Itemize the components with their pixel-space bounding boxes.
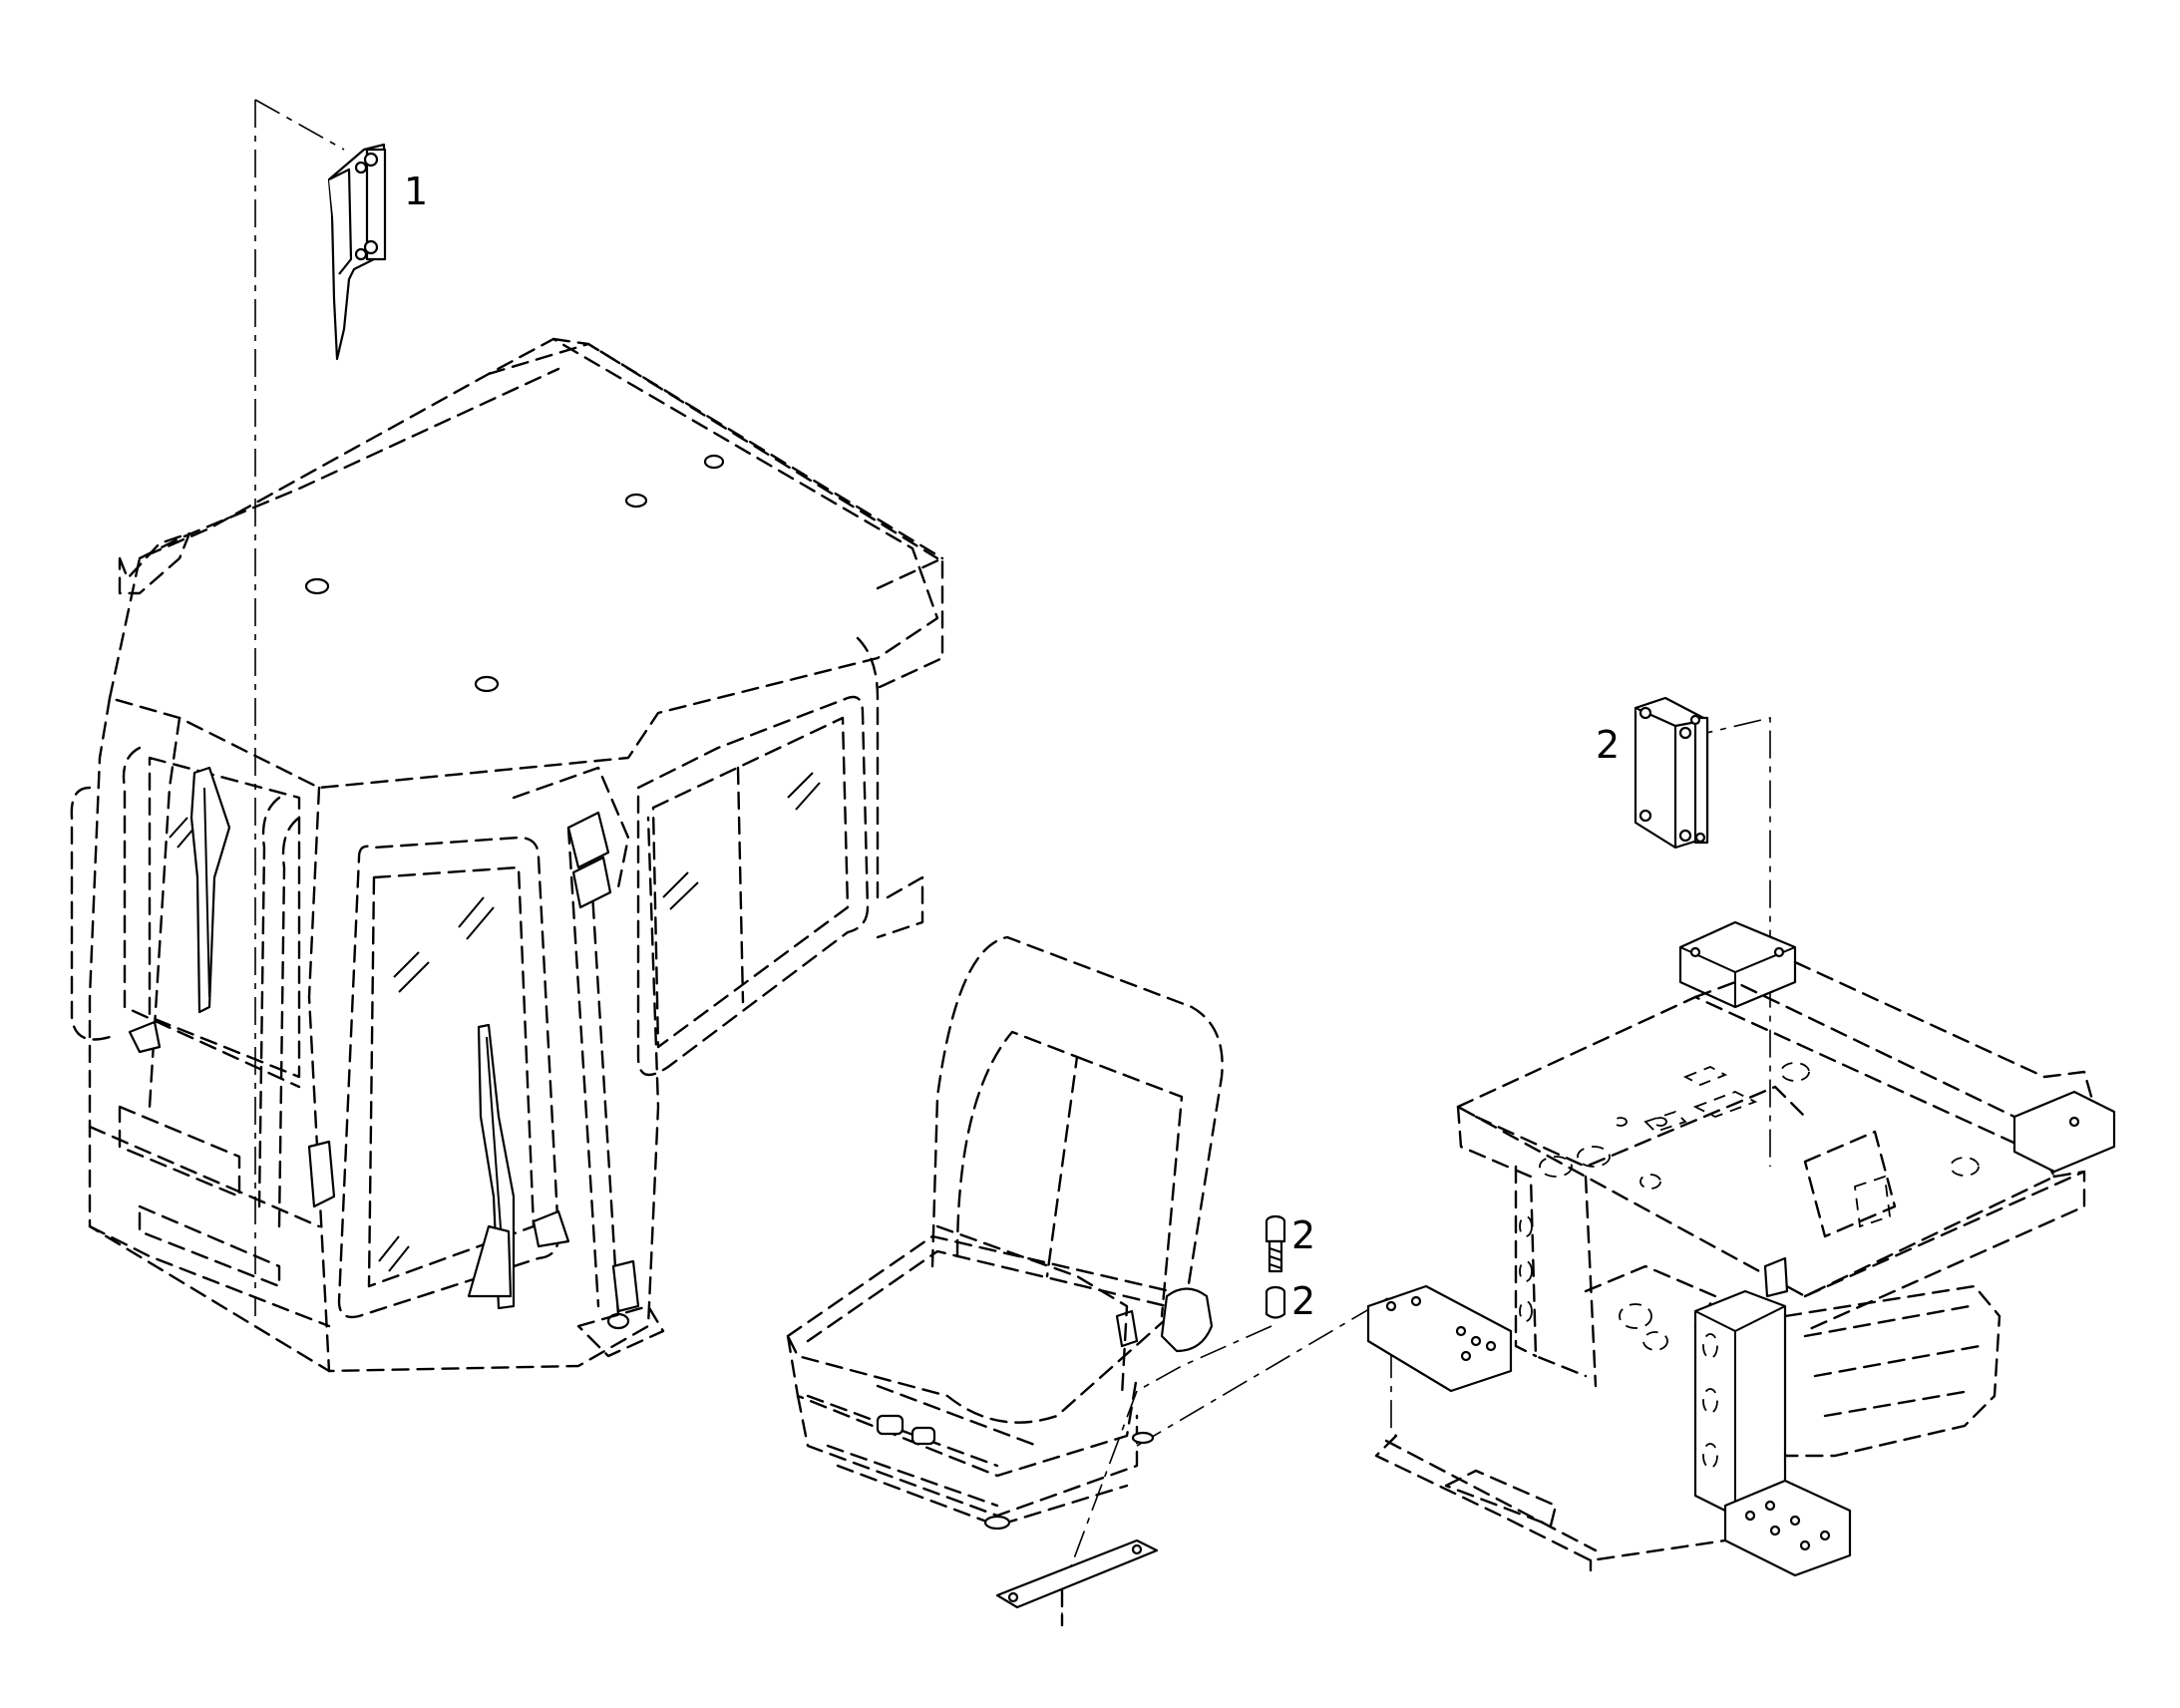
glass-highlights [169,772,821,1272]
callout-2-bolt: 2 [1291,1213,1315,1257]
control-module-bracket: 1 [327,143,428,361]
leader-lines [254,99,1771,1620]
callout-2-module: 2 [1596,723,1620,767]
roof-bosses [304,454,725,693]
seat-mount-bolt [1265,1214,1286,1273]
callout-2-spacer: 2 [1291,1279,1315,1323]
seat-mount-plate [995,1538,1159,1627]
seat-mount-spacer [1265,1285,1286,1319]
callout-1: 1 [404,170,428,213]
rear-wiper [189,766,231,1014]
seat-mount-hardware: 2 2 [1265,1213,1315,1323]
chassis-frame [1366,920,2116,1577]
front-work-lights [512,766,630,909]
operator-seat [786,935,1224,1531]
cab [70,337,944,1373]
front-wiper [467,1023,516,1310]
deck-holes [1539,1062,1980,1190]
frame-control-module: 2 [1596,696,1709,850]
